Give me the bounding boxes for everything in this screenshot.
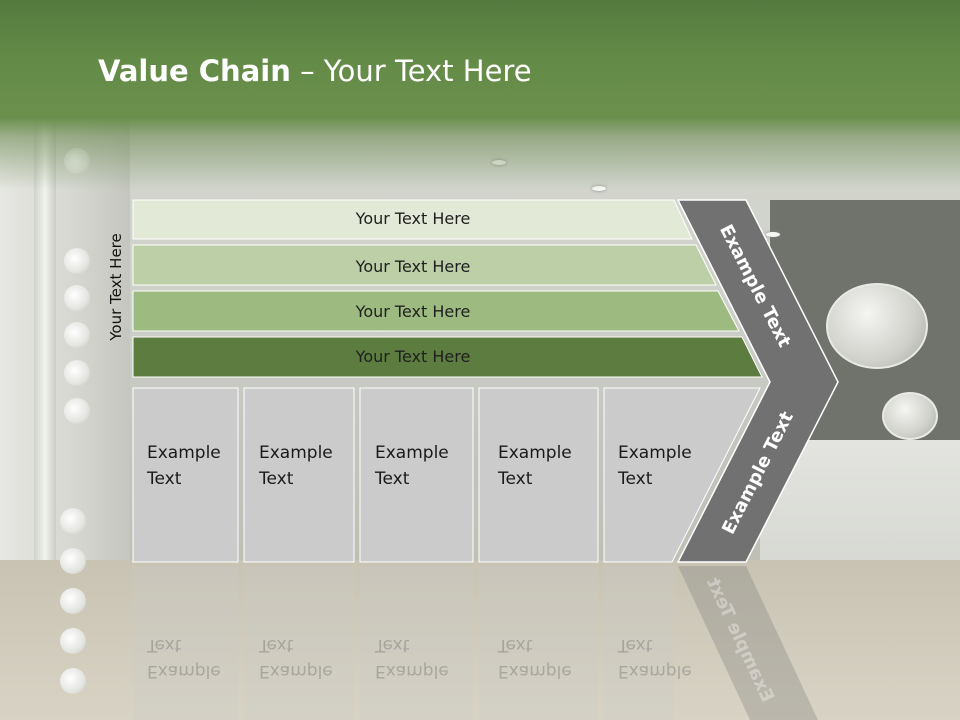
band-3 xyxy=(132,290,740,332)
card-5-line1: Example xyxy=(618,443,692,463)
light-bulb xyxy=(60,508,86,534)
reflection-line: Example xyxy=(498,661,572,681)
card-3-text: Example Text xyxy=(375,440,449,492)
reflection-line: Example xyxy=(147,661,221,681)
small-mirror xyxy=(882,392,938,440)
card-reflection xyxy=(604,566,674,720)
light-bulb xyxy=(64,360,90,386)
card-4-line1: Example xyxy=(498,443,572,463)
activity-card-1 xyxy=(132,387,239,563)
reflection-line: Text xyxy=(498,635,533,655)
light-bulb xyxy=(60,628,86,654)
light-bulb xyxy=(60,548,86,574)
band-3-label: Your Text Here xyxy=(355,302,471,321)
band-2-label: Your Text Here xyxy=(355,257,471,276)
reflection-line: Example xyxy=(618,661,692,681)
ceiling-light xyxy=(766,232,780,237)
card-4-line2: Text xyxy=(498,469,533,489)
reflection-line: Text xyxy=(375,635,410,655)
background-floor xyxy=(0,560,960,720)
reflection-line: Example xyxy=(259,661,333,681)
card-2-text: Example Text xyxy=(259,440,333,492)
header-band xyxy=(0,0,960,190)
card-2-reflection: Example Text xyxy=(259,632,333,684)
activity-card-3 xyxy=(359,387,474,563)
light-bulb xyxy=(64,285,90,311)
title-bold: Value Chain xyxy=(98,54,291,88)
light-bulb xyxy=(64,322,90,348)
light-bulb xyxy=(60,668,86,694)
round-mirror xyxy=(826,283,928,369)
card-reflection xyxy=(133,566,238,720)
activity-card-4 xyxy=(478,387,599,563)
card-3-line1: Example xyxy=(375,443,449,463)
activity-card-2 xyxy=(243,387,355,563)
card-1-text: Example Text xyxy=(147,440,221,492)
card-2-line2: Text xyxy=(259,469,294,489)
card-5-text: Example Text xyxy=(618,440,692,492)
band-2 xyxy=(132,244,717,286)
reflection-line: Text xyxy=(147,635,182,655)
reflection-line: Example xyxy=(375,661,449,681)
card-1-line2: Text xyxy=(147,469,182,489)
card-reflection xyxy=(479,566,598,720)
activity-card-5 xyxy=(603,387,761,563)
band-4 xyxy=(132,336,763,378)
card-5-line2: Text xyxy=(618,469,653,489)
band-1 xyxy=(132,199,693,240)
card-1-reflection: Example Text xyxy=(147,632,221,684)
diagram-reflection xyxy=(133,566,818,720)
margin-chevron xyxy=(676,199,839,563)
card-4-reflection: Example Text xyxy=(498,632,572,684)
card-1-line1: Example xyxy=(147,443,221,463)
band-4-label: Your Text Here xyxy=(355,347,471,366)
card-reflection xyxy=(360,566,473,720)
reflection-line: Text xyxy=(618,635,653,655)
chevron-reflection xyxy=(678,566,818,720)
card-3-reflection: Example Text xyxy=(375,632,449,684)
light-bulb xyxy=(64,398,90,424)
title-rest: – Your Text Here xyxy=(290,54,532,88)
card-2-line1: Example xyxy=(259,443,333,463)
card-3-line2: Text xyxy=(375,469,410,489)
slide-title: Value Chain – Your Text Here xyxy=(98,54,532,88)
light-bulb xyxy=(64,248,90,274)
band-1-label: Your Text Here xyxy=(355,209,471,228)
card-4-text: Example Text xyxy=(498,440,572,492)
side-label: Your Text Here xyxy=(107,233,125,341)
reflection-line: Text xyxy=(259,635,294,655)
card-reflection xyxy=(244,566,354,720)
card-5-reflection: Example Text xyxy=(618,632,692,684)
light-bulb xyxy=(60,588,86,614)
